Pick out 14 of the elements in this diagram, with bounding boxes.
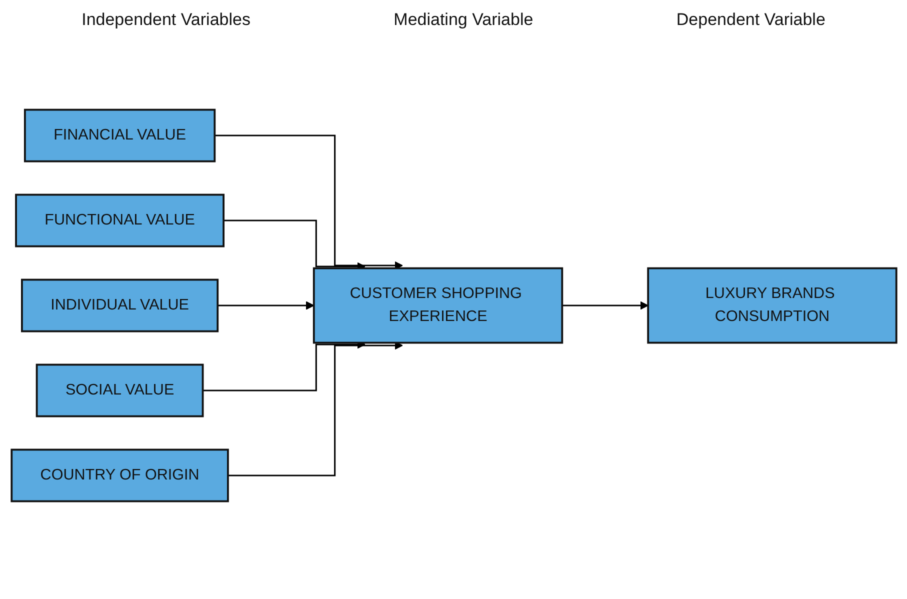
node-box: FUNCTIONAL VALUE <box>14 193 224 247</box>
node-box: LUXURY BRANDS CONSUMPTION <box>646 266 897 344</box>
arrow <box>217 300 314 310</box>
node-box: INDIVIDUAL VALUE <box>20 278 218 332</box>
node-box: COUNTRY OF ORIGIN <box>10 448 228 502</box>
node-box: SOCIAL VALUE <box>35 363 204 417</box>
arrow <box>562 300 648 310</box>
node-box: CUSTOMER SHOPPING EXPERIENCE <box>312 266 563 344</box>
arrow <box>214 134 402 270</box>
arrow <box>227 340 402 476</box>
node-box: FINANCIAL VALUE <box>23 108 216 162</box>
column-heading: Independent Variables <box>82 10 250 30</box>
column-heading: Mediating Variable <box>394 10 534 30</box>
column-heading: Dependent Variable <box>676 10 826 30</box>
